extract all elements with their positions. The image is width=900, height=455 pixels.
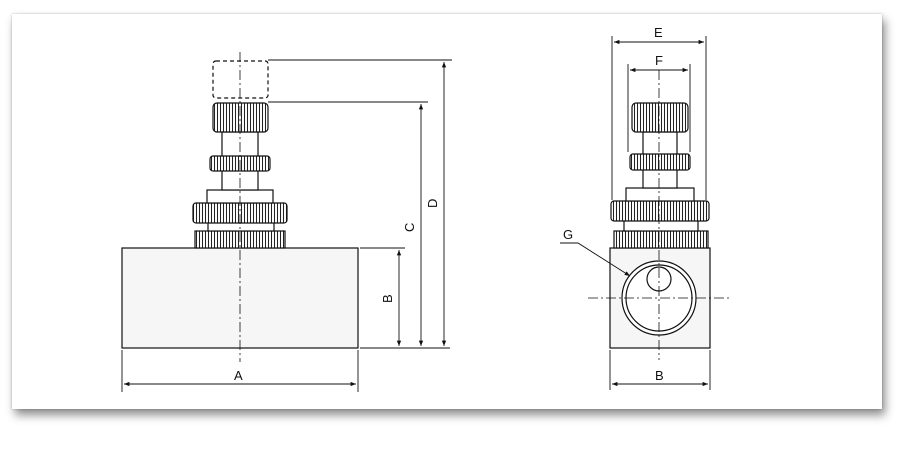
label-c: C [402,223,417,232]
front-view [121,52,359,362]
side-knob [631,102,689,133]
side-lower-nut [613,230,709,249]
label-b-front: B [380,294,395,303]
leader-g [560,242,631,277]
label-e: E [654,25,663,40]
side-lock-ring [629,153,691,171]
side-view [588,70,730,360]
adjust-knob [212,102,269,133]
label-b-side: B [655,368,664,383]
label-g: G [563,227,573,242]
label-a: A [234,368,243,383]
raised-knob-outline [212,60,269,99]
side-main-nut [610,200,710,222]
label-f: F [655,53,663,68]
side-collar [625,187,695,202]
label-d: D [425,199,440,208]
